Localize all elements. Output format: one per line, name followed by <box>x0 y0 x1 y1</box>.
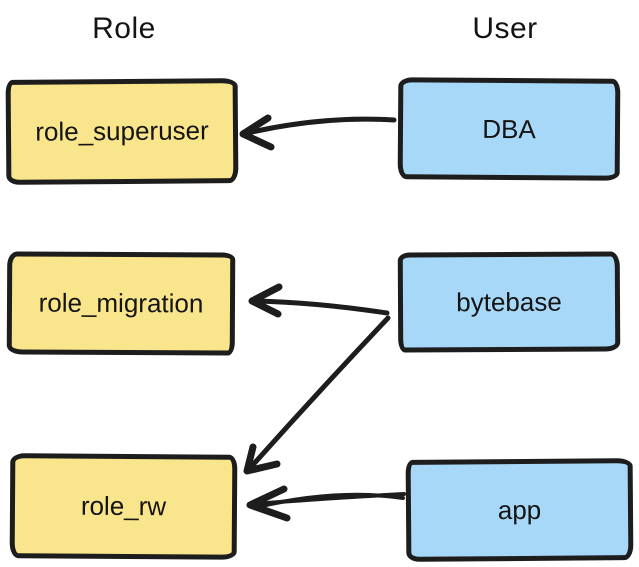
role-node-migration: role_migration <box>6 251 236 356</box>
user-node-bytebase: bytebase <box>397 251 621 353</box>
role-node-rw-label: role_rw <box>80 490 167 522</box>
arrow-bytebase-to-role-migration <box>248 283 390 318</box>
user-node-app-label: app <box>497 494 542 525</box>
user-node-dba-label: DBA <box>482 113 536 144</box>
user-node-app: app <box>405 458 634 562</box>
role-node-superuser: role_superuser <box>5 78 239 185</box>
roles-column-header: Role <box>92 12 156 45</box>
role-node-rw: role_rw <box>9 453 238 560</box>
role-node-migration-label: role_migration <box>38 287 204 319</box>
role-node-superuser-label: role_superuser <box>35 115 209 147</box>
arrow-app-to-role-rw <box>246 485 406 522</box>
user-node-dba: DBA <box>397 77 621 181</box>
users-column-header: User <box>472 12 538 45</box>
arrow-dba-to-role-superuser <box>239 114 397 151</box>
arrow-bytebase-to-role-rw <box>243 315 391 475</box>
user-node-bytebase-label: bytebase <box>456 286 562 317</box>
